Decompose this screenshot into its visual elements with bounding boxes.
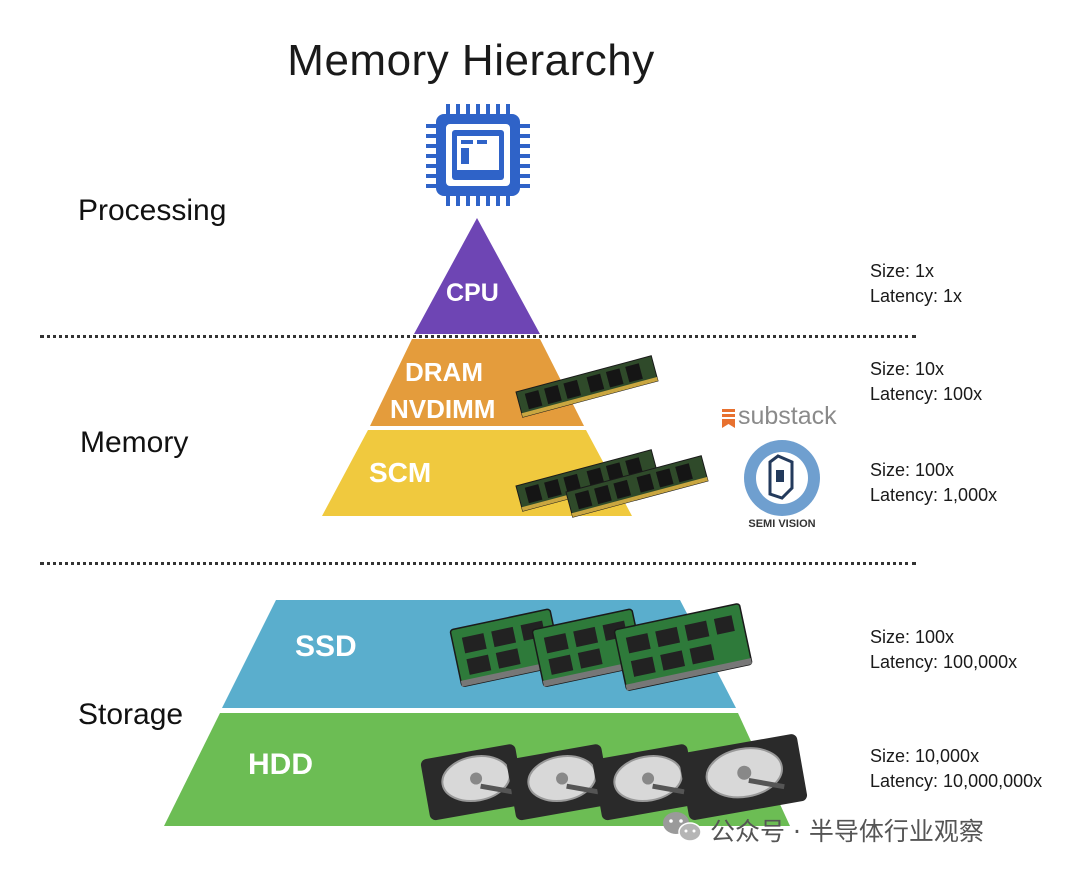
tier-ssd-label: SSD [295, 630, 357, 663]
metric-size: Size: 10,000x [870, 746, 980, 766]
metric-size: Size: 100x [870, 627, 955, 647]
semi-vision-logo-icon [744, 440, 820, 516]
metric-latency: Latency: 100x [870, 384, 983, 404]
hard-drive-icon [592, 744, 697, 821]
hard-drive-icon [678, 734, 808, 821]
section-label-storage: Storage [78, 698, 184, 731]
substack-logo-icon [722, 409, 735, 428]
tier-dram-label: DRAM [405, 357, 483, 387]
ram-module-icon [515, 355, 659, 418]
ssd-icon [531, 608, 645, 687]
substack-logo: substack [738, 402, 837, 430]
metric-size: Size: 100x [870, 460, 955, 480]
hard-drive-icon [420, 744, 525, 821]
hard-drive-icon [506, 744, 611, 821]
cpu-chip-icon [426, 104, 530, 206]
ssd-icon [449, 608, 563, 687]
divider-memory-storage [40, 562, 916, 565]
tier-cpu-shape [414, 218, 540, 334]
wechat-icon [663, 812, 702, 842]
metric-latency: Latency: 100,000x [870, 652, 1018, 672]
metric-latency: Latency: 1,000x [870, 485, 998, 505]
tier-scm-label: SCM [369, 457, 432, 488]
metric-dram: Size: 10x Latency: 100x [870, 357, 982, 407]
divider-processing-memory [40, 335, 916, 338]
metric-hdd: Size: 10,000x Latency: 10,000,000x [870, 744, 1042, 794]
metric-scm: Size: 100x Latency: 1,000x [870, 458, 997, 508]
metric-cpu: Size: 1x Latency: 1x [870, 259, 962, 309]
page-title: Memory Hierarchy [287, 36, 655, 85]
metric-ssd: Size: 100x Latency: 100,000x [870, 625, 1017, 675]
watermark: 公众号 · 半导体行业观察 [710, 817, 984, 846]
tier-hdd-label: HDD [248, 748, 313, 781]
ram-module-icon [565, 455, 709, 518]
tier-cpu-label: CPU [446, 279, 499, 307]
metric-latency: Latency: 1x [870, 286, 963, 306]
section-label-memory: Memory [80, 426, 189, 459]
section-label-processing: Processing [78, 194, 227, 227]
semi-vision-logo-text: SEMI VISION [748, 518, 816, 530]
tier-nvdimm-label: NVDIMM [390, 394, 496, 424]
metric-size: Size: 10x [870, 359, 945, 379]
metric-size: Size: 1x [870, 261, 935, 281]
ssd-icon [613, 603, 753, 691]
metric-latency: Latency: 10,000,000x [870, 771, 1043, 791]
